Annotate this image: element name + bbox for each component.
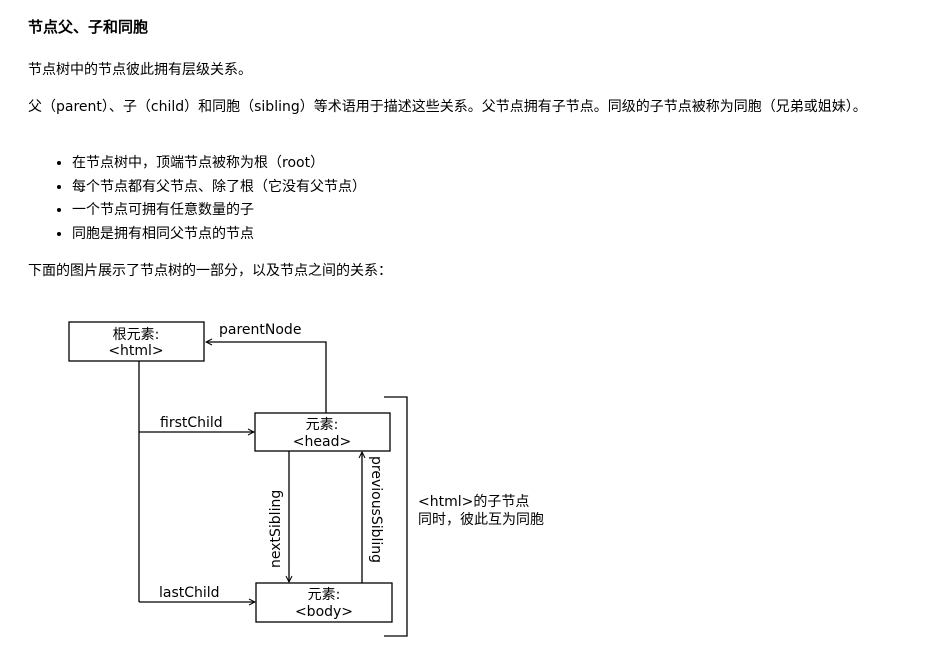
parentnode-label: parentNode [219,322,301,338]
nextsibling-label: nextSibling [268,490,284,568]
head-node-box [254,412,391,452]
terms-paragraph: 父（parent）、子（child）和同胞（sibling）等术语用于描述这些关… [28,99,867,115]
previoussibling-label: previousSibling [368,456,384,563]
firstchild-label: firstChild [160,415,223,431]
root-label-2: <html> [108,343,163,359]
lastchild-label: lastChild [159,585,220,601]
diagram-intro: 下面的图片展示了节点树的一部分，以及节点之间的关系： [28,263,392,279]
root-node-box [68,321,205,362]
parentnode-arrow [206,342,327,413]
list-item: 同胞是拥有相同父节点的节点 [72,223,366,247]
list-item: 在节点树中，顶端节点被称为根（root） [72,152,366,176]
bracket-label-1: <html>的子节点 [418,494,529,510]
siblings-bracket [384,396,408,637]
body-node-box [255,582,393,623]
section-heading: 节点父、子和同胞 [28,18,149,36]
bracket-label-2: 同时，彼此互为同胞 [418,512,544,528]
head-label-2: <head> [293,434,351,450]
body-label-1: 元素: [308,587,341,603]
body-label-2: <body> [295,604,353,620]
root-label-1: 根元素: [113,327,160,343]
head-label-1: 元素: [306,417,339,433]
list-item: 每个节点都有父节点、除了根（它没有父节点） [72,176,366,200]
intro-paragraph: 节点树中的节点彼此拥有层级关系。 [28,62,252,78]
bullet-list: 在节点树中，顶端节点被称为根（root） 每个节点都有父节点、除了根（它没有父节… [52,152,366,246]
list-item: 一个节点可拥有任意数量的子 [72,199,366,223]
